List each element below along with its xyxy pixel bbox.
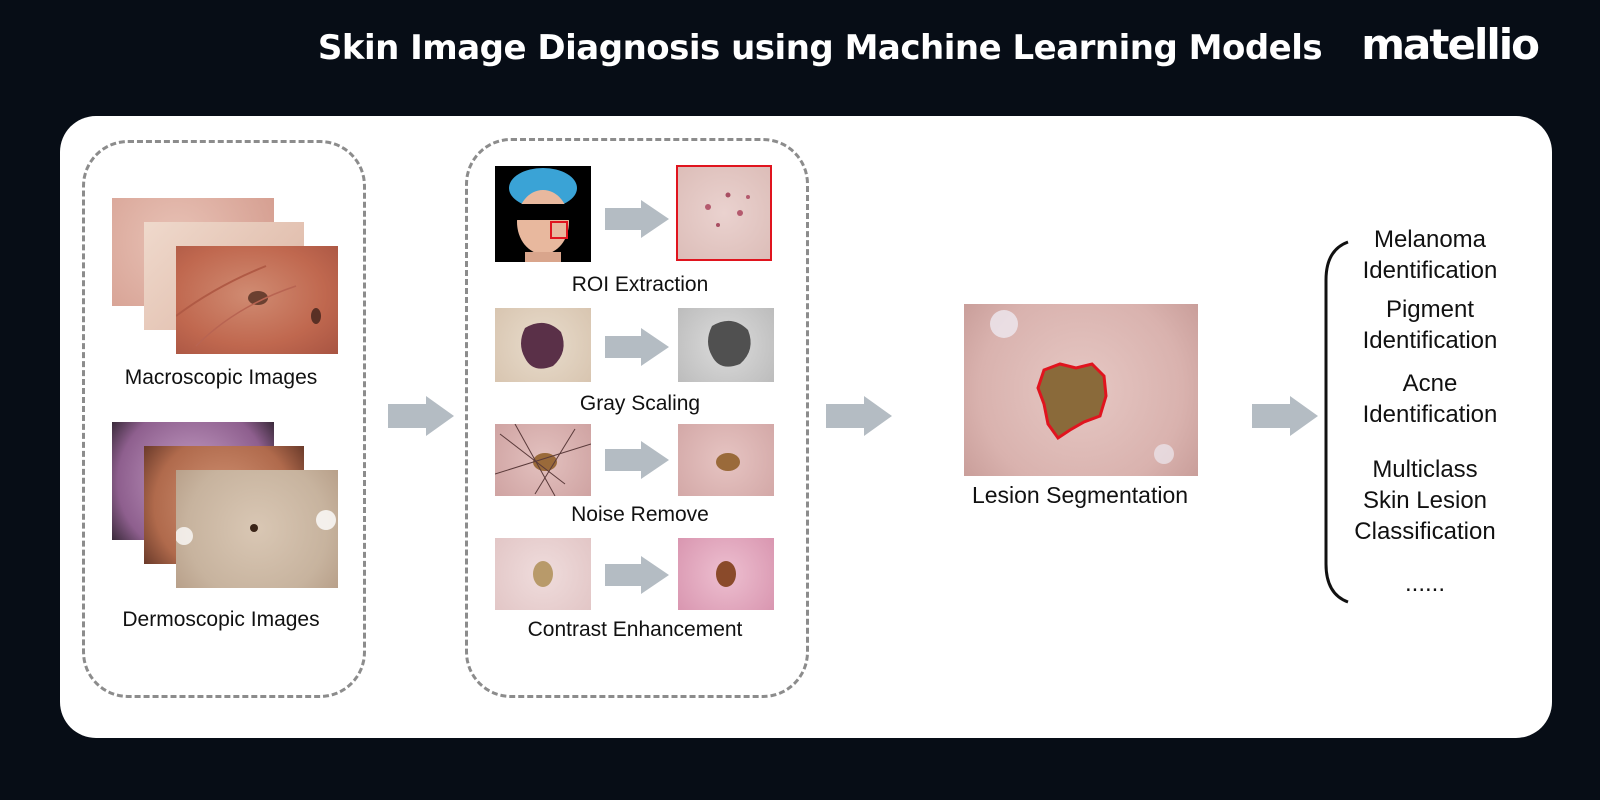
lesion-segmentation-label: Lesion Segmentation (971, 482, 1189, 508)
dermoscopic-label: Dermoscopic Images (122, 608, 320, 631)
roi-spots (705, 192, 750, 227)
roi-extraction-label: ROI Extraction (571, 273, 709, 296)
roi-arrow-icon (605, 200, 669, 238)
bracket-icon (1324, 240, 1349, 604)
contrast-arrow-icon (605, 556, 669, 594)
macroscopic-lesion (176, 265, 321, 347)
noise-arrow-icon (605, 441, 669, 479)
denoised-image (678, 424, 774, 496)
color-lesion (521, 322, 564, 369)
noise-remove-label: Noise Remove (571, 503, 709, 526)
macroscopic-image-3 (176, 246, 338, 354)
noisy-image (495, 424, 591, 496)
page-title: Skin Image Diagnosis using Machine Learn… (317, 28, 1323, 68)
gray-lesion (708, 320, 751, 367)
color-lesion-image (495, 308, 591, 382)
outcome-melanoma: Melanoma Identification (1362, 226, 1498, 284)
enhanced-image (678, 538, 774, 610)
outcome-pigment: Pigment Identification (1362, 296, 1498, 354)
gray-scaling-label: Gray Scaling (579, 392, 701, 415)
diagram-panel: Macroscopic Images Dermoscopic Images (60, 116, 1552, 738)
input-images-group (82, 140, 366, 698)
enhanced-lesion (716, 561, 736, 587)
contrast-enhancement-label: Contrast Enhancement (527, 618, 743, 641)
denoised-lesion (716, 453, 740, 471)
low-contrast-lesion (533, 561, 553, 587)
face-drawing (509, 168, 577, 262)
flow-arrow-icon (388, 396, 454, 436)
brand-logo: matellio (1361, 20, 1540, 69)
outcome-more: ...... (1404, 570, 1445, 597)
preprocessing-group (465, 138, 809, 698)
macroscopic-label: Macroscopic Images (124, 366, 318, 389)
low-contrast-image (495, 538, 591, 610)
dermoscopic-lesion (176, 510, 336, 545)
flow-arrow-icon (1252, 396, 1318, 436)
outcome-multiclass: Multiclass Skin Lesion Classification (1354, 456, 1496, 545)
face-image (495, 166, 591, 262)
dermoscopic-image-3 (176, 470, 338, 588)
segmentation-drawing (990, 310, 1174, 464)
gray-arrow-icon (605, 328, 669, 366)
roi-crop-image (676, 165, 772, 261)
outcome-acne: Acne Identification (1362, 370, 1498, 428)
flow-arrow-icon (826, 396, 892, 436)
segmentation-image (964, 304, 1198, 476)
gray-lesion-image (678, 308, 774, 382)
noisy-lesion (495, 424, 591, 496)
